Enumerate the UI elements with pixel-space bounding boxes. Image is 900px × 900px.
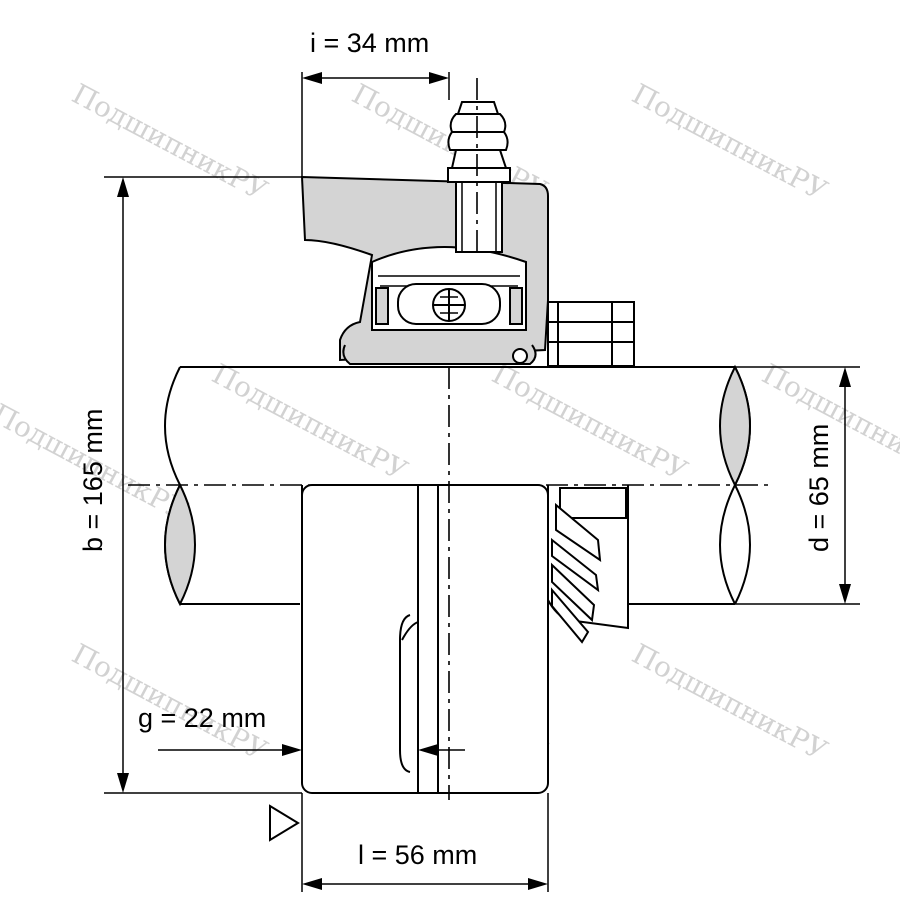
set-screw bbox=[551, 502, 602, 644]
dim-label-d: d = 65 mm bbox=[804, 424, 834, 552]
dim-label-i: i = 34 mm bbox=[310, 28, 429, 58]
grease-nipple bbox=[447, 78, 511, 253]
watermark: ПодшипникРУ bbox=[207, 357, 413, 487]
dim-label-b: b = 165 mm bbox=[78, 409, 108, 552]
watermark: ПодшипникРУ bbox=[627, 637, 833, 767]
dim-label-l: l = 56 mm bbox=[358, 840, 477, 870]
dim-label-g: g = 22 mm bbox=[138, 703, 266, 733]
reference-triangle-icon bbox=[269, 804, 300, 842]
watermark: ПодшипникРУ bbox=[627, 77, 833, 207]
watermark: ПодшипникРУ bbox=[487, 357, 693, 487]
dimension-lines bbox=[104, 72, 860, 892]
watermark: ПодшипникРУ bbox=[67, 77, 273, 207]
housing-top bbox=[300, 175, 549, 365]
housing-base bbox=[301, 484, 549, 794]
